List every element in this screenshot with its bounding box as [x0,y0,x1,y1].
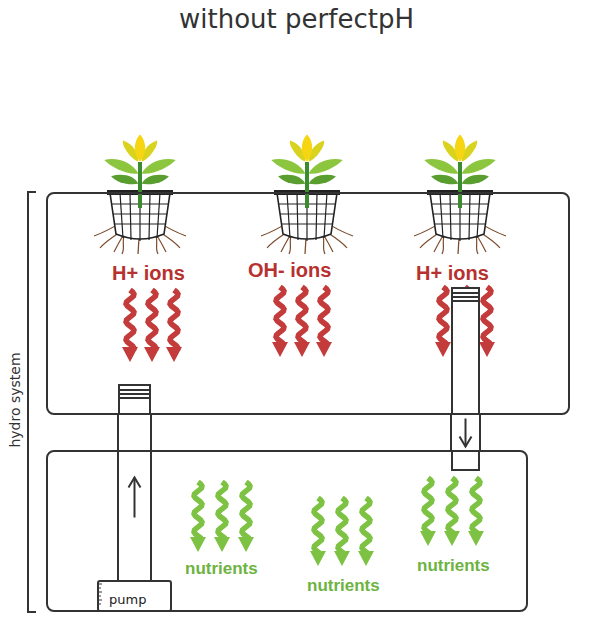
plants [94,135,506,255]
wave-arrow-head [334,551,350,566]
wave-arrow [170,290,178,350]
wave-arrow-head [144,347,160,362]
wave-arrow [320,287,328,345]
wave-arrow-head [420,531,436,546]
flow-arrows [122,287,495,566]
wave-arrow-head [479,342,495,357]
pipe-connector [460,415,472,450]
nutrient-label: nutrients [307,576,380,596]
reservoir-tank: nutrients nutrients nutrients pump [46,450,528,612]
wave-arrow [362,498,370,554]
wave-arrow [276,287,284,345]
wave-arrow [126,290,134,350]
wave-arrow [424,478,432,534]
pipe-fittings [119,288,479,470]
pipe-connector [129,415,141,580]
title: without perfectpH [0,4,593,34]
wave-arrow-head [444,531,460,546]
wave-arrow-head [214,537,230,552]
wave-arrow [483,287,491,345]
wave-arrow [218,482,226,540]
wave-arrow-head [122,347,138,362]
wave-arrow-head [358,551,374,566]
nutrient-label: nutrients [417,556,490,576]
wave-arrow [242,482,250,540]
wave-arrow [314,498,322,554]
wave-arrow-head [190,537,206,552]
wave-arrow-head [238,537,254,552]
ion-label: H+ ions [112,262,185,285]
pump-label: pump [109,592,146,607]
wave-arrow-head [294,342,310,357]
pump-box: pump [97,580,172,612]
hydro-bracket [28,192,36,612]
wave-arrow [148,290,156,350]
wave-arrow-head [468,531,484,546]
wave-arrow-head [310,551,326,566]
wave-arrow-head [316,342,332,357]
wave-arrow [472,478,480,534]
grow-tank: H+ ions OH- ions H+ ions [46,192,570,415]
wave-arrow-head [272,342,288,357]
wave-arrow [338,498,346,554]
ion-label: OH- ions [248,259,331,282]
wave-arrow [439,287,447,345]
wave-arrow [298,287,306,345]
wave-arrow [448,478,456,534]
wave-arrow-head [166,347,182,362]
wave-arrow-head [435,342,451,357]
side-label: hydro system [7,349,23,450]
ion-label: H+ ions [416,262,489,285]
nutrient-label: nutrients [185,559,258,579]
wave-arrow [194,482,202,540]
